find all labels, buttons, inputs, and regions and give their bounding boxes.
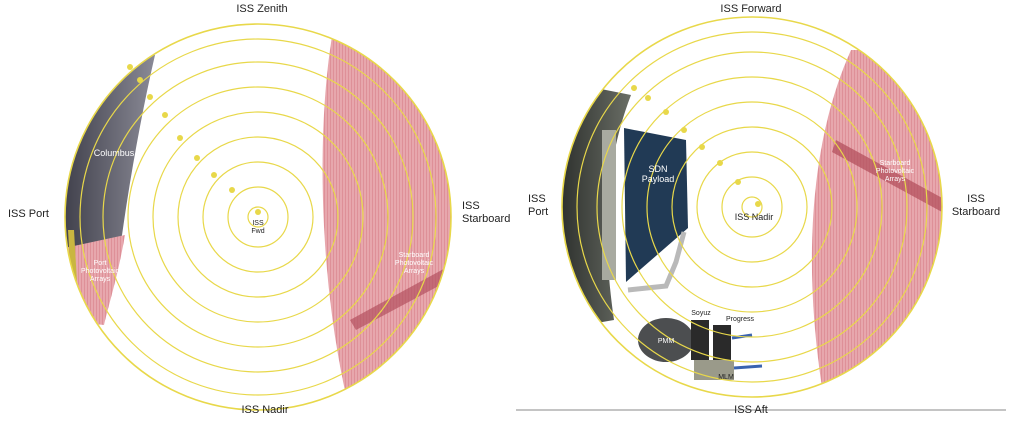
- sdn-payload-label-line2: Payload: [641, 174, 675, 184]
- right-starboard-label-line1: ISS: [967, 193, 985, 205]
- left-fisheye-diagram: [64, 23, 452, 411]
- left-zenith-label: ISS Zenith: [236, 3, 288, 15]
- left-elevation-rings: [64, 23, 452, 411]
- right-port-label: ISS Port: [528, 193, 548, 219]
- mlm-array: [733, 364, 763, 370]
- sdn-payload: [624, 128, 688, 282]
- mlm-label: MLM: [718, 374, 734, 381]
- right-starboard-arrays-label: Starboard Photovoltaic Arrays: [868, 160, 922, 184]
- left-starboard-arrays-line2: Photovoltaic: [394, 260, 434, 267]
- soyuz-vehicle: [691, 320, 709, 360]
- right-port-label-line1: ISS: [528, 193, 546, 205]
- sdn-payload-label-line1: SDN: [648, 164, 668, 174]
- right-elevation-rings: [561, 16, 943, 398]
- left-port-arrays-line1: Port: [93, 260, 107, 267]
- right-starboard-arrays-line1: Starboard: [879, 160, 911, 167]
- left-starboard-arrays-label: Starboard Photovoltaic Arrays: [388, 252, 440, 276]
- right-track-markers: [631, 85, 761, 207]
- left-starboard-label-line1: ISS: [462, 200, 480, 212]
- left-starboard-label: ISS Starboard: [462, 200, 510, 226]
- pmm-label: PMM: [657, 338, 675, 345]
- left-center-label-line1: ISS: [252, 220, 264, 227]
- columbus-label: Columbus: [93, 148, 135, 158]
- right-starboard-arrays: [811, 50, 942, 397]
- right-fisheye-view: ISS Forward ISS Aft ISS Port ISS Starboa…: [506, 0, 1012, 421]
- hull-frame: [602, 130, 616, 280]
- left-starboard-arrays-line3: Arrays: [403, 268, 425, 275]
- right-starboard-truss: [832, 140, 942, 212]
- right-starboard-arrays-line3: Arrays: [884, 176, 906, 183]
- left-center-label: ISS Fwd: [244, 220, 272, 236]
- soyuz-label: Soyuz: [691, 310, 711, 317]
- right-starboard-label-line2: Starboard: [951, 206, 1001, 218]
- left-nadir-label: ISS Nadir: [241, 404, 289, 416]
- right-fisheye-diagram: [516, 16, 1006, 411]
- right-starboard-label: ISS Starboard: [946, 193, 1006, 219]
- right-aft-label: ISS Aft: [734, 404, 768, 416]
- left-port-arrays-label: Port Photovoltaic Arrays: [76, 260, 124, 284]
- left-port-label: ISS Port: [8, 208, 49, 220]
- left-starboard-arrays: [322, 24, 451, 410]
- right-center-label: ISS Nadir: [734, 212, 774, 222]
- right-port-label-line2: Port: [528, 206, 549, 218]
- left-port-arrays-line2: Photovoltaic: [80, 268, 120, 275]
- left-starboard-arrays-line1: Starboard: [398, 252, 430, 259]
- left-track-markers: [127, 64, 261, 215]
- left-starboard-label-line2: Starboard: [462, 213, 511, 225]
- sdn-payload-label: SDN Payload: [632, 164, 684, 184]
- progress-label: Progress: [725, 316, 754, 323]
- left-port-arrays-line3: Arrays: [89, 276, 111, 283]
- left-starboard-truss: [350, 260, 451, 330]
- right-starboard-arrays-line2: Photovoltaic: [875, 168, 915, 175]
- right-forward-label: ISS Forward: [720, 3, 782, 15]
- left-fisheye-view: ISS Zenith ISS Nadir ISS Port ISS Starbo…: [8, 3, 510, 416]
- left-center-label-line2: Fwd: [251, 228, 265, 235]
